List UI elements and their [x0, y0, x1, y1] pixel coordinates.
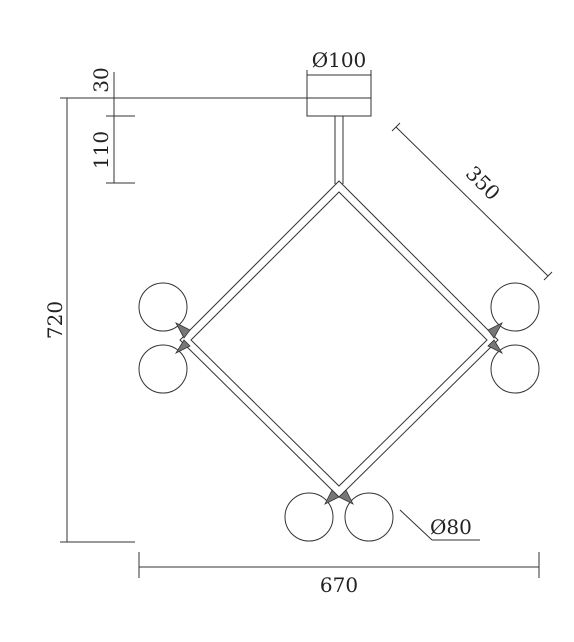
globe-diameter-dimension: Ø80	[399, 509, 480, 541]
globe-right-upper	[487, 282, 540, 339]
stem-height-label: 110	[89, 131, 113, 169]
canopy-diameter-dimension: Ø100	[306, 48, 372, 98]
stem-rod	[334, 116, 344, 184]
height-dimensions: 30 110 720	[43, 67, 307, 543]
globe-right-lower	[487, 339, 540, 394]
arm-length-label: 350	[461, 161, 505, 205]
total-height-label: 720	[43, 301, 67, 339]
ceiling-canopy	[306, 97, 372, 117]
globe-bottom-right	[338, 489, 394, 542]
total-width-dimension: 670	[138, 552, 540, 597]
diamond-frame	[179, 180, 499, 498]
globe-diameter-label: Ø80	[430, 515, 472, 539]
arm-length-dimension: 350	[391, 122, 553, 281]
canopy-diameter-label: Ø100	[312, 48, 367, 72]
canopy-height-label: 30	[89, 67, 113, 92]
globe-left-lower	[138, 339, 191, 394]
globe-bottom-left	[284, 489, 340, 542]
globe-left-upper	[138, 282, 191, 339]
total-width-label: 670	[320, 573, 358, 597]
